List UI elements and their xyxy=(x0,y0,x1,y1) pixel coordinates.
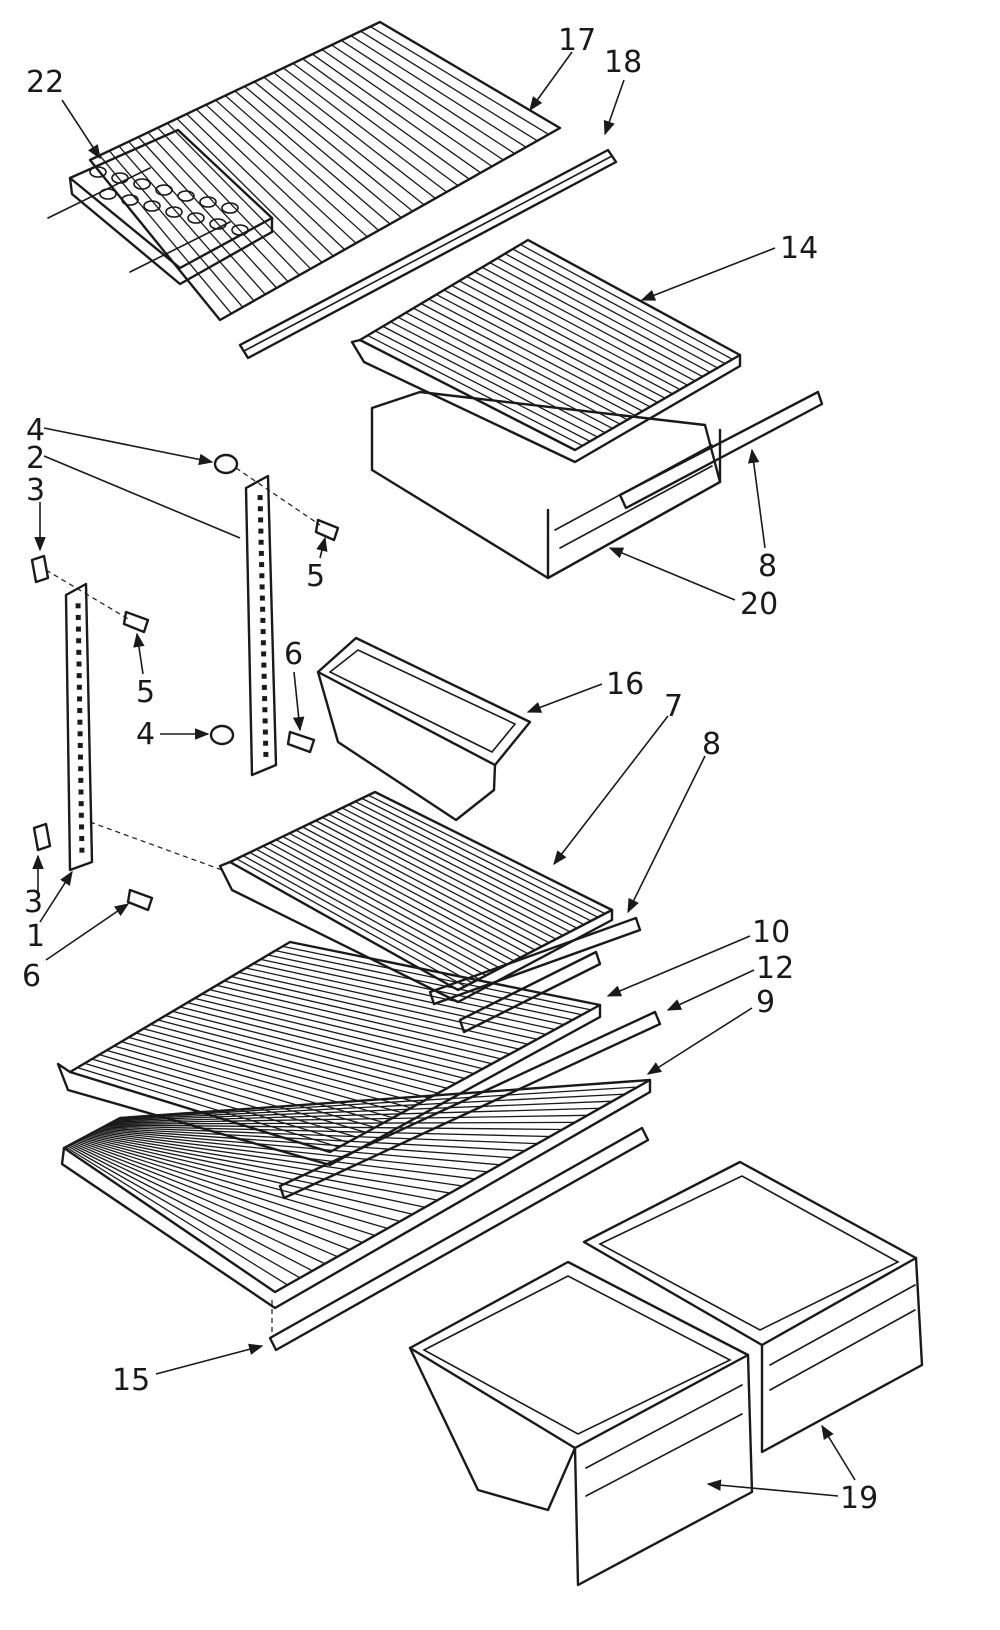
callout-17: 17 xyxy=(558,23,596,58)
leader-22 xyxy=(61,99,101,160)
leader-19b xyxy=(821,1424,856,1481)
callout-14: 14 xyxy=(780,231,818,266)
part-4-lower-clip xyxy=(209,724,235,746)
leader-14 xyxy=(640,247,776,301)
part-8-lower-trim xyxy=(428,916,642,1006)
part-6-upper-screw xyxy=(286,730,316,754)
part-22-ice-tray xyxy=(68,128,274,286)
leader-lines xyxy=(32,51,856,1497)
leader-17 xyxy=(529,51,573,112)
callout-18: 18 xyxy=(604,45,642,80)
callout-4a: 4 xyxy=(26,413,45,448)
leader-20 xyxy=(608,547,736,601)
part-5-upper-screw xyxy=(314,518,340,542)
leader-7 xyxy=(553,715,669,866)
leader-8b xyxy=(627,755,706,914)
leader-5b xyxy=(133,632,145,675)
callout-20: 20 xyxy=(740,587,778,622)
part-19-crisper-drawer-right xyxy=(582,1160,924,1454)
part-10-trim xyxy=(458,950,602,1034)
part-18-shelf-trim xyxy=(238,148,618,360)
callout-12: 12 xyxy=(756,951,794,986)
part-9-large-shelf xyxy=(56,940,602,1167)
leader-8a xyxy=(747,448,766,549)
callout-16: 16 xyxy=(606,667,644,702)
leader-10 xyxy=(606,935,751,997)
callout-6b: 6 xyxy=(22,959,41,994)
part-12-trim xyxy=(278,1010,662,1200)
leader-16 xyxy=(526,683,603,713)
part-16-storage-bin xyxy=(316,636,532,822)
part-7-middle-shelf xyxy=(218,790,614,1004)
part-17-freezer-wire-shelf xyxy=(47,20,562,322)
part-14-keeper-cover-shelf xyxy=(350,238,742,464)
callout-22: 22 xyxy=(26,65,64,100)
callout-5b: 5 xyxy=(136,675,155,710)
crisper-cover-frame xyxy=(60,1078,652,1310)
callout-7: 7 xyxy=(664,689,683,724)
callout-8a: 8 xyxy=(758,549,777,584)
part-19-crisper-drawer-left xyxy=(408,1260,754,1587)
callout-4b: 4 xyxy=(136,717,155,752)
leader-5a xyxy=(316,536,328,559)
leader-19a xyxy=(706,1479,839,1497)
leader-6b xyxy=(45,903,130,961)
part-8-upper-rail xyxy=(618,390,824,510)
callout-labels: 22 17 18 14 4 2 3 5 5 8 20 6 16 7 8 4 3 … xyxy=(22,23,878,1516)
callout-9: 9 xyxy=(756,985,775,1020)
callout-8b: 8 xyxy=(702,727,721,762)
leader-9 xyxy=(646,1007,753,1075)
callout-10: 10 xyxy=(752,915,790,950)
leader-12 xyxy=(666,969,755,1011)
callout-3a: 3 xyxy=(26,473,45,508)
leader-15 xyxy=(155,1343,264,1375)
part-15-bottom-trim xyxy=(268,1126,650,1352)
part-2-right-ladder xyxy=(244,474,278,777)
callout-2: 2 xyxy=(26,441,45,476)
callout-15: 15 xyxy=(112,1363,150,1398)
callout-19: 19 xyxy=(840,1481,878,1516)
part-1-left-ladder xyxy=(64,582,94,872)
part-5-lower-screw xyxy=(122,610,150,634)
leader-4a xyxy=(43,427,214,466)
leader-6a xyxy=(292,671,305,732)
callout-3b: 3 xyxy=(24,885,43,920)
part-6-lower-screw xyxy=(126,888,154,912)
callout-6a: 6 xyxy=(284,637,303,672)
leader-18 xyxy=(603,79,625,136)
leader-2 xyxy=(43,455,241,539)
callout-1: 1 xyxy=(26,919,45,954)
callout-5a: 5 xyxy=(306,559,325,594)
part-4-upper-clip xyxy=(213,453,321,526)
part-3-lower-clip xyxy=(32,821,223,871)
leader-1 xyxy=(39,870,73,923)
part-3-upper-clip xyxy=(30,554,131,621)
